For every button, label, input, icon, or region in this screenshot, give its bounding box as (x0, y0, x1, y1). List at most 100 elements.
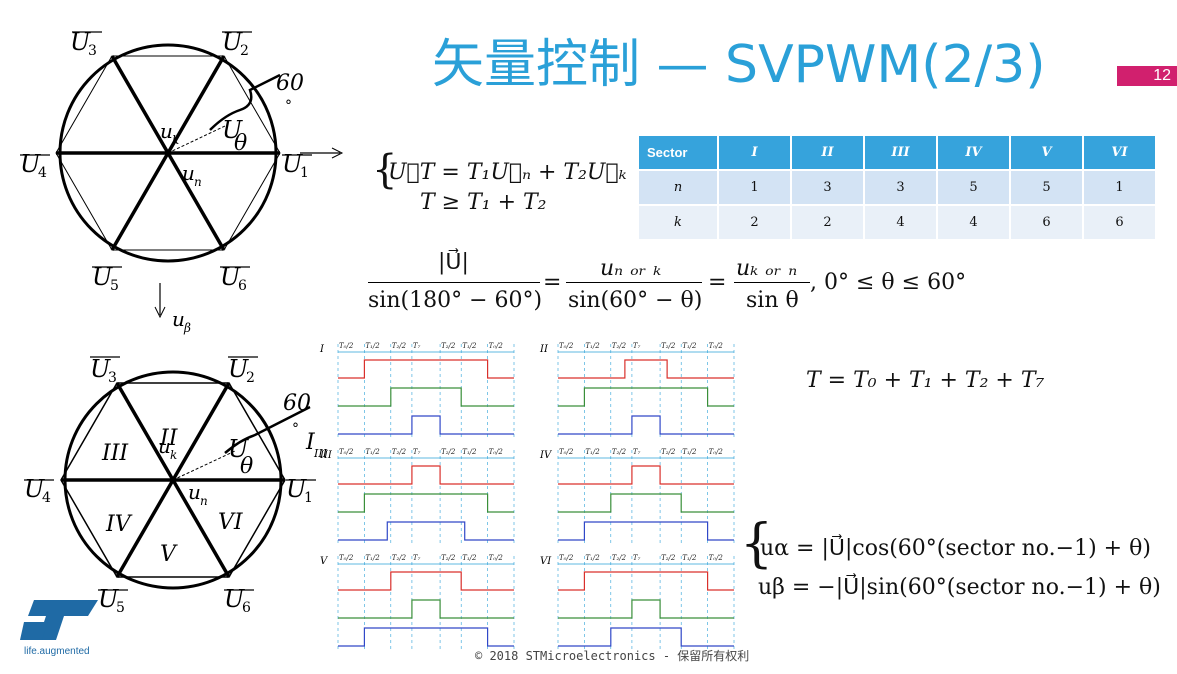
pwm-signal (558, 465, 734, 485)
svg-text:I: I (305, 430, 316, 455)
svg-text:U: U (20, 150, 41, 178)
timing-label: T₁/2 (682, 554, 697, 562)
timing-label: T₁/2 (585, 342, 600, 350)
timing-label: T₁/2 (682, 448, 697, 456)
timing-label: T₇ (413, 342, 421, 350)
eq-ratio-den3: sin θ (746, 288, 799, 313)
eq-ualpha: uα = |U⃗|cos(60°(sector no.−1) + θ) (760, 536, 1151, 561)
svg-text:3: 3 (88, 43, 97, 59)
timing-label: T₁/2 (365, 448, 380, 456)
svg-text:β: β (183, 321, 191, 335)
panel-label: IV (539, 450, 553, 461)
svg-text:θ: θ (234, 131, 247, 156)
timing-label: T₀/2 (489, 554, 504, 562)
eq-ratio-num3: uₖ ₒᵣ ₙ (736, 256, 798, 281)
svg-text:60: 60 (283, 391, 311, 416)
timing-label: T₁/2 (462, 554, 477, 562)
svg-text:2: 2 (246, 370, 255, 386)
svg-text:U: U (220, 263, 241, 291)
panel-label: VI (540, 556, 552, 567)
timing-label: T₂/2 (661, 448, 676, 456)
eq-system-2: T ≥ T₁ + T₂ (420, 190, 547, 215)
timing-label: T₇ (633, 554, 641, 562)
svg-text:n: n (200, 494, 208, 508)
timing-label: T₂/2 (661, 342, 676, 350)
svg-text:U: U (90, 355, 111, 383)
svg-text:III: III (101, 441, 129, 466)
pwm-signal (338, 627, 514, 647)
pwm-signal (338, 415, 514, 435)
svg-text:5: 5 (116, 600, 125, 616)
timing-label: T₀/2 (559, 554, 574, 562)
pwm-signal (558, 387, 734, 407)
timing-label: T₇ (633, 342, 641, 350)
svg-text:3: 3 (108, 370, 117, 386)
svg-text:u: u (160, 119, 173, 143)
svg-text:u: u (188, 480, 201, 504)
svg-text:1: 1 (300, 165, 309, 181)
timing-label: T₂/2 (392, 448, 407, 456)
svg-text:2: 2 (240, 43, 249, 59)
svg-text:u: u (172, 307, 185, 331)
timing-label: T₂/2 (612, 554, 627, 562)
timing-label: T₀/2 (339, 448, 354, 456)
panel-label: I (319, 344, 325, 355)
svg-text:U: U (286, 475, 307, 503)
slide-title: 矢量控制 — SVPWM(2/3) (432, 35, 1046, 95)
pwm-signal (338, 521, 514, 541)
pwm-signal (338, 387, 514, 407)
pwm-signal (338, 493, 514, 513)
st-logo-icon (20, 600, 98, 640)
timing-label: T₁/2 (585, 448, 600, 456)
brace-2: { (740, 514, 774, 574)
svg-text:U: U (98, 585, 119, 613)
timing-label: T₀/2 (709, 554, 724, 562)
logo-tagline: life.augmented (24, 646, 90, 657)
svg-text:4: 4 (38, 165, 47, 181)
eq-system-1: U⃗T = T₁U⃗ₙ + T₂U⃗ₖ (388, 160, 627, 185)
footer-copyright: © 2018 STMicroelectronics - 保留所有权利 (475, 649, 750, 663)
timing-label: T₂/2 (441, 448, 456, 456)
timing-label: T₀/2 (559, 448, 574, 456)
timing-label: T₁/2 (462, 342, 477, 350)
svg-text:5: 5 (110, 278, 119, 294)
timing-label: T₁/2 (682, 342, 697, 350)
eq-ratio-tail: , 0° ≤ θ ≤ 60° (810, 270, 967, 295)
svg-text:k: k (170, 448, 177, 462)
timing-label: T₂/2 (612, 448, 627, 456)
svg-text:U: U (228, 355, 249, 383)
pwm-signal (338, 465, 514, 485)
timing-label: T₇ (413, 554, 421, 562)
timing-label: T₂/2 (661, 554, 676, 562)
timing-label: T₁/2 (462, 448, 477, 456)
timing-label: T₁/2 (365, 554, 380, 562)
timing-label: T₇ (633, 448, 641, 456)
timing-label: T₀/2 (339, 342, 354, 350)
panel-label: V (320, 556, 329, 567)
svg-text:U: U (228, 435, 249, 463)
label-u3: U (70, 28, 91, 56)
pwm-signal (558, 359, 734, 379)
svg-text:6: 6 (242, 600, 251, 616)
svg-text:IV: IV (105, 512, 133, 537)
timing-label: T₁/2 (585, 554, 600, 562)
svg-text:u: u (182, 161, 195, 185)
svg-text:θ: θ (240, 454, 253, 479)
timing-label: T₁/2 (365, 342, 380, 350)
svg-text:U: U (224, 585, 245, 613)
svg-text:n: n (194, 175, 202, 189)
pwm-signal (558, 627, 734, 647)
pwm-signal (558, 521, 734, 541)
pwm-signal (558, 599, 734, 619)
svg-text:V: V (160, 542, 178, 567)
svg-text:VI: VI (218, 510, 244, 535)
timing-label: T₂/2 (612, 342, 627, 350)
timing-label: T₂/2 (392, 554, 407, 562)
svg-text:4: 4 (42, 490, 51, 506)
svg-text:U: U (92, 263, 113, 291)
svg-text:°: ° (292, 421, 299, 437)
